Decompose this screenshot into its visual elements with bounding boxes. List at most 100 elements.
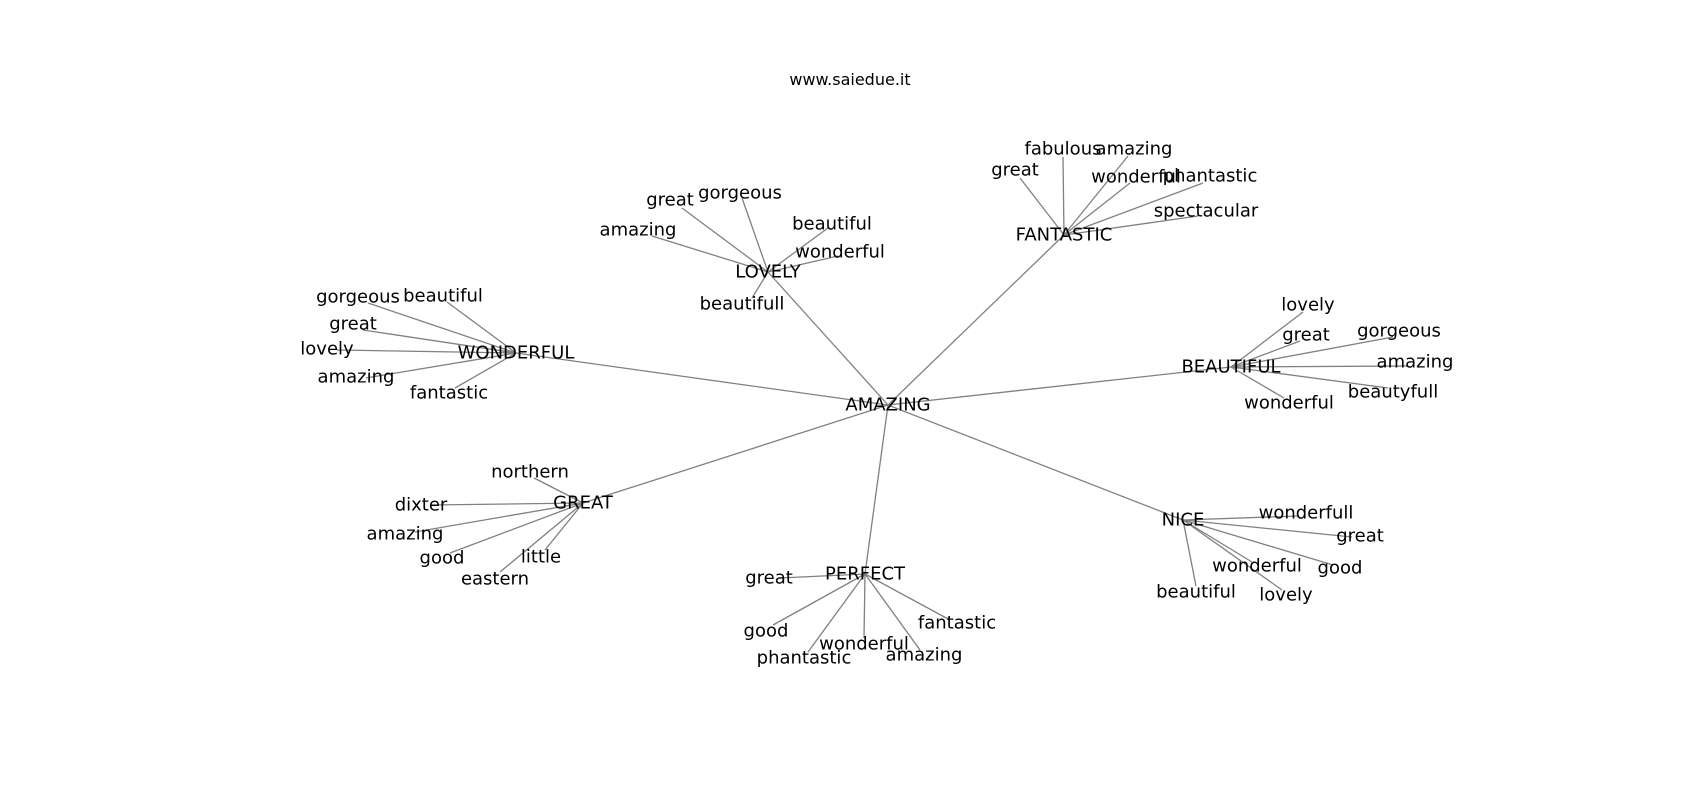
node-leaf-fantastic-wonderful: wonderful (1091, 167, 1181, 188)
edge-nice-good (1182, 519, 1334, 566)
node-leaf-lovely-beautifull: beautifull (700, 294, 785, 315)
node-leaf-lovely-amazing: amazing (600, 220, 677, 241)
node-leaf-fantastic-great: great (991, 160, 1039, 181)
edge-fantastic-great (1019, 177, 1065, 236)
edge-beautiful-lovely (1230, 311, 1304, 368)
edge-beautiful-beautyfull (1230, 366, 1389, 389)
edge-beautiful-great (1230, 340, 1301, 368)
edge-lovely-beautiful (767, 227, 829, 273)
node-leaf-perfect-great: great (745, 568, 793, 589)
node-leaf-nice-wonderfull: wonderfull (1259, 503, 1354, 524)
edge-beautiful-amazing (1230, 365, 1409, 368)
node-leaf-beautiful-gorgeous: gorgeous (1357, 321, 1441, 342)
node-leaf-fantastic-fabulous: fabulous (1024, 139, 1101, 160)
edge-lovely-great (681, 207, 769, 273)
edge-nice-wonderfull (1182, 515, 1299, 521)
edge-wonderful-great (362, 329, 517, 354)
node-leaf-perfect-amazing: amazing (886, 645, 963, 666)
node-hub-perfect: PERFECT (825, 564, 906, 585)
node-leaf-lovely-gorgeous: gorgeous (698, 183, 782, 204)
edge-root-lovely (767, 271, 889, 406)
node-leaf-lovely-wonderful: wonderful (795, 242, 885, 263)
node-leaf-nice-great: great (1336, 526, 1384, 547)
node-leaf-beautiful-lovely: lovely (1281, 295, 1335, 316)
node-leaf-wonderful-beautiful: beautiful (403, 286, 483, 307)
node-leaf-great-amazing: amazing (367, 524, 444, 545)
page-title: www.saiedue.it (789, 70, 911, 89)
node-leaf-perfect-wonderful: wonderful (819, 634, 909, 655)
edge-great-dixter (429, 502, 584, 506)
node-leaf-fantastic-spectacular: spectacular (1154, 201, 1259, 222)
edge-lovely-wonderful (767, 255, 839, 273)
edge-nice-wonderful (1182, 519, 1253, 563)
edge-great-amazing (414, 502, 584, 533)
edge-wonderful-amazing (365, 352, 517, 379)
node-leaf-perfect-good: good (744, 621, 789, 642)
node-leaf-beautiful-beautyfull: beautyfull (1348, 382, 1438, 403)
node-leaf-wonderful-great: great (329, 314, 377, 335)
node-leaf-wonderful-lovely: lovely (300, 339, 354, 360)
edge-perfect-fantastic (864, 573, 951, 621)
edge-wonderful-lovely (336, 349, 517, 354)
edge-lovely-amazing (651, 235, 769, 273)
node-leaf-nice-lovely: lovely (1259, 585, 1313, 606)
edge-fantastic-fabulous (1062, 156, 1065, 236)
edge-beautiful-wonderful (1230, 366, 1285, 399)
node-leaf-great-good: good (420, 548, 465, 569)
node-hub-great: GREAT (553, 493, 614, 514)
node-leaf-nice-good: good (1318, 558, 1363, 579)
edge-root-great (582, 404, 889, 504)
node-leaf-wonderful-amazing: amazing (318, 367, 395, 388)
edge-fantastic-spectacular (1063, 215, 1199, 236)
edge-nice-beautiful (1182, 519, 1197, 587)
node-leaf-perfect-phantastic: phantastic (757, 648, 852, 669)
node-hub-beautiful: BEAUTIFUL (1181, 357, 1280, 378)
edge-lovely-gorgeous (741, 197, 769, 273)
node-leaf-great-eastern: eastern (461, 569, 529, 590)
node-leaf-great-little: little (521, 547, 561, 568)
node-leaf-perfect-fantastic: fantastic (918, 613, 996, 634)
edge-great-eastern (499, 502, 584, 573)
edge-great-good (449, 502, 584, 554)
edge-perfect-amazing (864, 573, 921, 651)
node-leaf-nice-wonderful: wonderful (1212, 556, 1302, 577)
edge-root-wonderful (515, 352, 889, 406)
node-leaf-great-dixter: dixter (395, 495, 448, 516)
edge-wonderful-beautiful (446, 301, 517, 354)
edge-perfect-wonderful (863, 573, 866, 639)
node-leaf-lovely-beautiful: beautiful (792, 214, 872, 235)
edge-wonderful-gorgeous (367, 302, 517, 354)
node-leaf-fantastic-amazing: amazing (1096, 139, 1173, 160)
node-hub-wonderful: WONDERFUL (458, 343, 575, 364)
edge-root-nice (887, 404, 1184, 521)
edge-perfect-phantastic (807, 573, 866, 653)
edge-wonderful-fantastic (454, 352, 517, 389)
node-leaf-wonderful-gorgeous: gorgeous (316, 287, 400, 308)
node-leaf-great-northern: northern (491, 462, 569, 483)
edge-perfect-great (779, 573, 866, 579)
edge-nice-lovely (1182, 519, 1283, 591)
edge-lovely-beautifull (751, 271, 769, 299)
edge-beautiful-gorgeous (1230, 336, 1394, 368)
node-hub-fantastic: FANTASTIC (1016, 225, 1113, 246)
node-leaf-lovely-great: great (646, 190, 694, 211)
node-hub-lovely: LOVELY (735, 262, 802, 283)
edge-great-little (544, 502, 584, 551)
node-leaf-wonderful-fantastic: fantastic (410, 383, 488, 404)
edge-great-northern (533, 477, 584, 504)
node-leaf-beautiful-amazing: amazing (1377, 352, 1454, 373)
edge-fantastic-amazing (1063, 155, 1129, 236)
node-leaf-beautiful-wonderful: wonderful (1244, 393, 1334, 414)
edge-root-beautiful (887, 366, 1232, 406)
edge-root-perfect (864, 404, 889, 575)
edge-fantastic-phantastic (1063, 182, 1204, 236)
edge-root-fantastic (887, 234, 1065, 406)
node-root: AMAZING (845, 395, 930, 416)
node-leaf-beautiful-great: great (1282, 325, 1330, 346)
edge-perfect-good (772, 573, 866, 626)
edge-layer (336, 155, 1409, 653)
edge-fantastic-wonderful (1063, 182, 1131, 236)
node-leaf-fantastic-phantastic: phantastic (1163, 166, 1258, 187)
